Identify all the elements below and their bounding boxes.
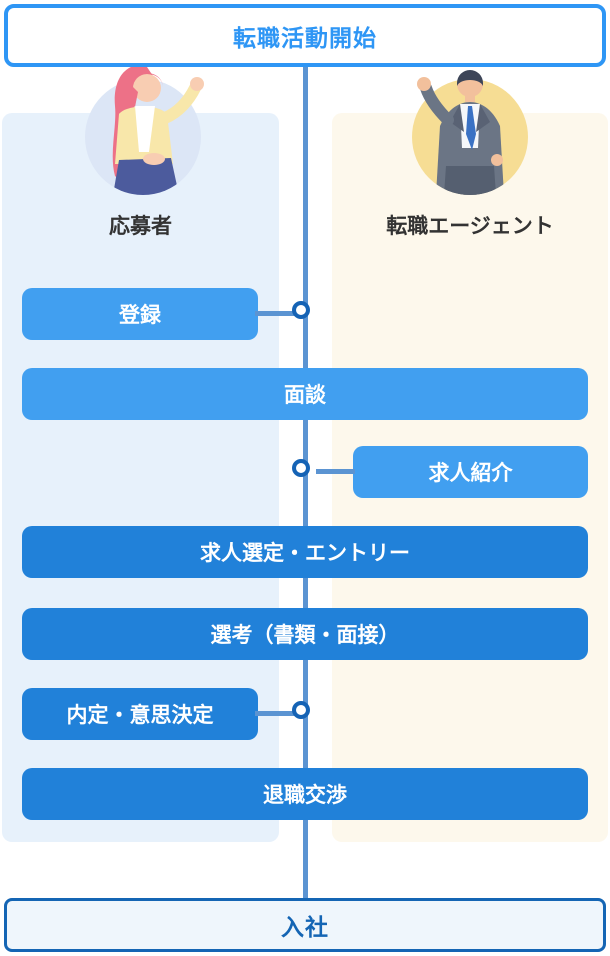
- end-box-label: 入社: [281, 914, 329, 940]
- step-offer-decision: 内定・意思決定: [22, 688, 258, 740]
- step-job-introduction: 求人紹介: [353, 446, 588, 498]
- step-resignation-negotiation: 退職交渉: [22, 768, 588, 820]
- timeline-node-job-introduction: [292, 459, 310, 477]
- applicant-avatar-icon: [75, 62, 211, 202]
- applicant-column-label: 応募者: [109, 215, 172, 238]
- end-box: 入社: [4, 898, 606, 952]
- start-box-label: 転職活動開始: [233, 24, 377, 51]
- step-registration: 登録: [22, 288, 258, 340]
- agent-avatar-icon: [402, 62, 538, 202]
- step-interview-meeting: 面談: [22, 368, 588, 420]
- timeline-node-offer-decision: [292, 701, 310, 719]
- connector-offer-decision: [255, 711, 295, 716]
- connector-registration: [255, 311, 295, 316]
- agent-column-label: 転職エージェント: [386, 215, 554, 238]
- timeline-line: [303, 64, 308, 900]
- step-job-selection-entry: 求人選定・エントリー: [22, 526, 588, 578]
- step-screening: 選考（書類・面接）: [22, 608, 588, 660]
- timeline-node-registration: [292, 301, 310, 319]
- start-box: 転職活動開始: [4, 4, 606, 67]
- connector-job-introduction: [316, 469, 355, 474]
